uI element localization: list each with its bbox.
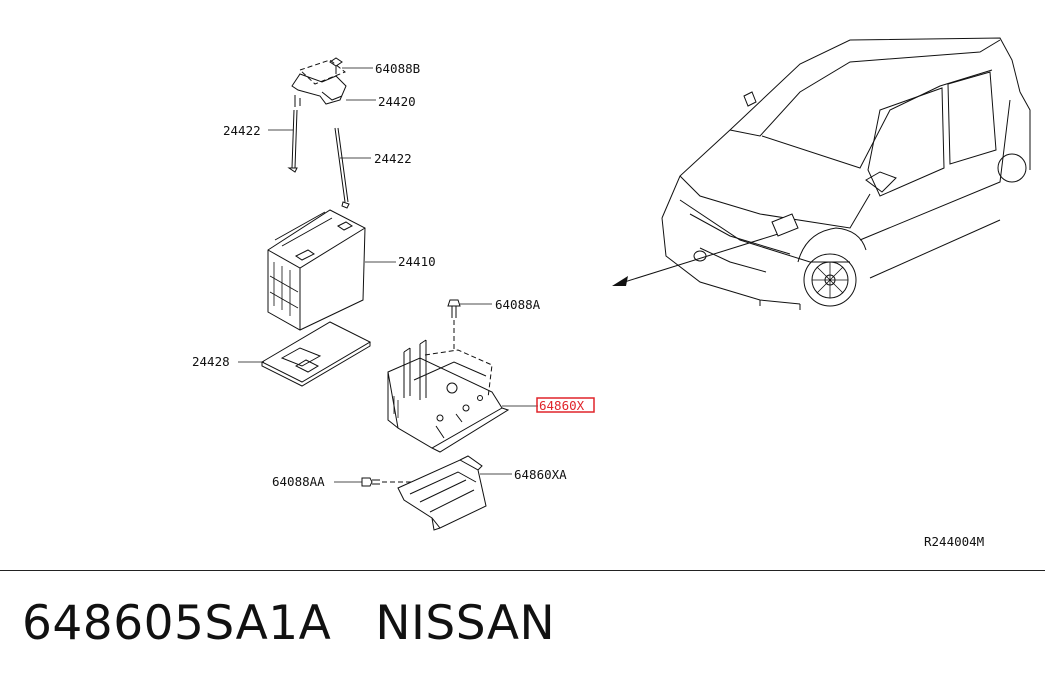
highlight-box [536,397,595,413]
car-illustration [661,37,1031,310]
battery-clamp-group [291,57,376,107]
label-64088A: 64088A [495,297,541,312]
label-64860XA: 64860XA [514,467,567,482]
label-24428: 24428 [192,354,230,369]
bolt-64088AA [334,477,420,487]
parts-diagram: 64088B 24420 24422 24422 24410 64088A 24… [192,37,1031,549]
footer-caption: 648605SA1A NISSAN [22,596,555,651]
label-24422-left: 24422 [223,123,261,138]
label-64860X[interactable]: 64860X [539,398,585,413]
bolt-64088A [447,299,492,350]
label-24422-right: 24422 [374,151,412,166]
battery-frame [387,339,538,453]
label-24420: 24420 [378,94,416,109]
battery-cover [397,455,512,531]
brand-name: NISSAN [375,596,556,651]
label-64088B: 64088B [375,61,420,76]
part-number: 648605SA1A [22,596,332,651]
divider [0,570,1045,571]
label-24410: 24410 [398,254,436,269]
hold-down-rods [268,109,371,209]
battery [267,209,396,331]
tray-pad [238,321,372,387]
label-64088AA: 64088AA [272,474,325,489]
diagram-code: R244004M [924,534,984,549]
